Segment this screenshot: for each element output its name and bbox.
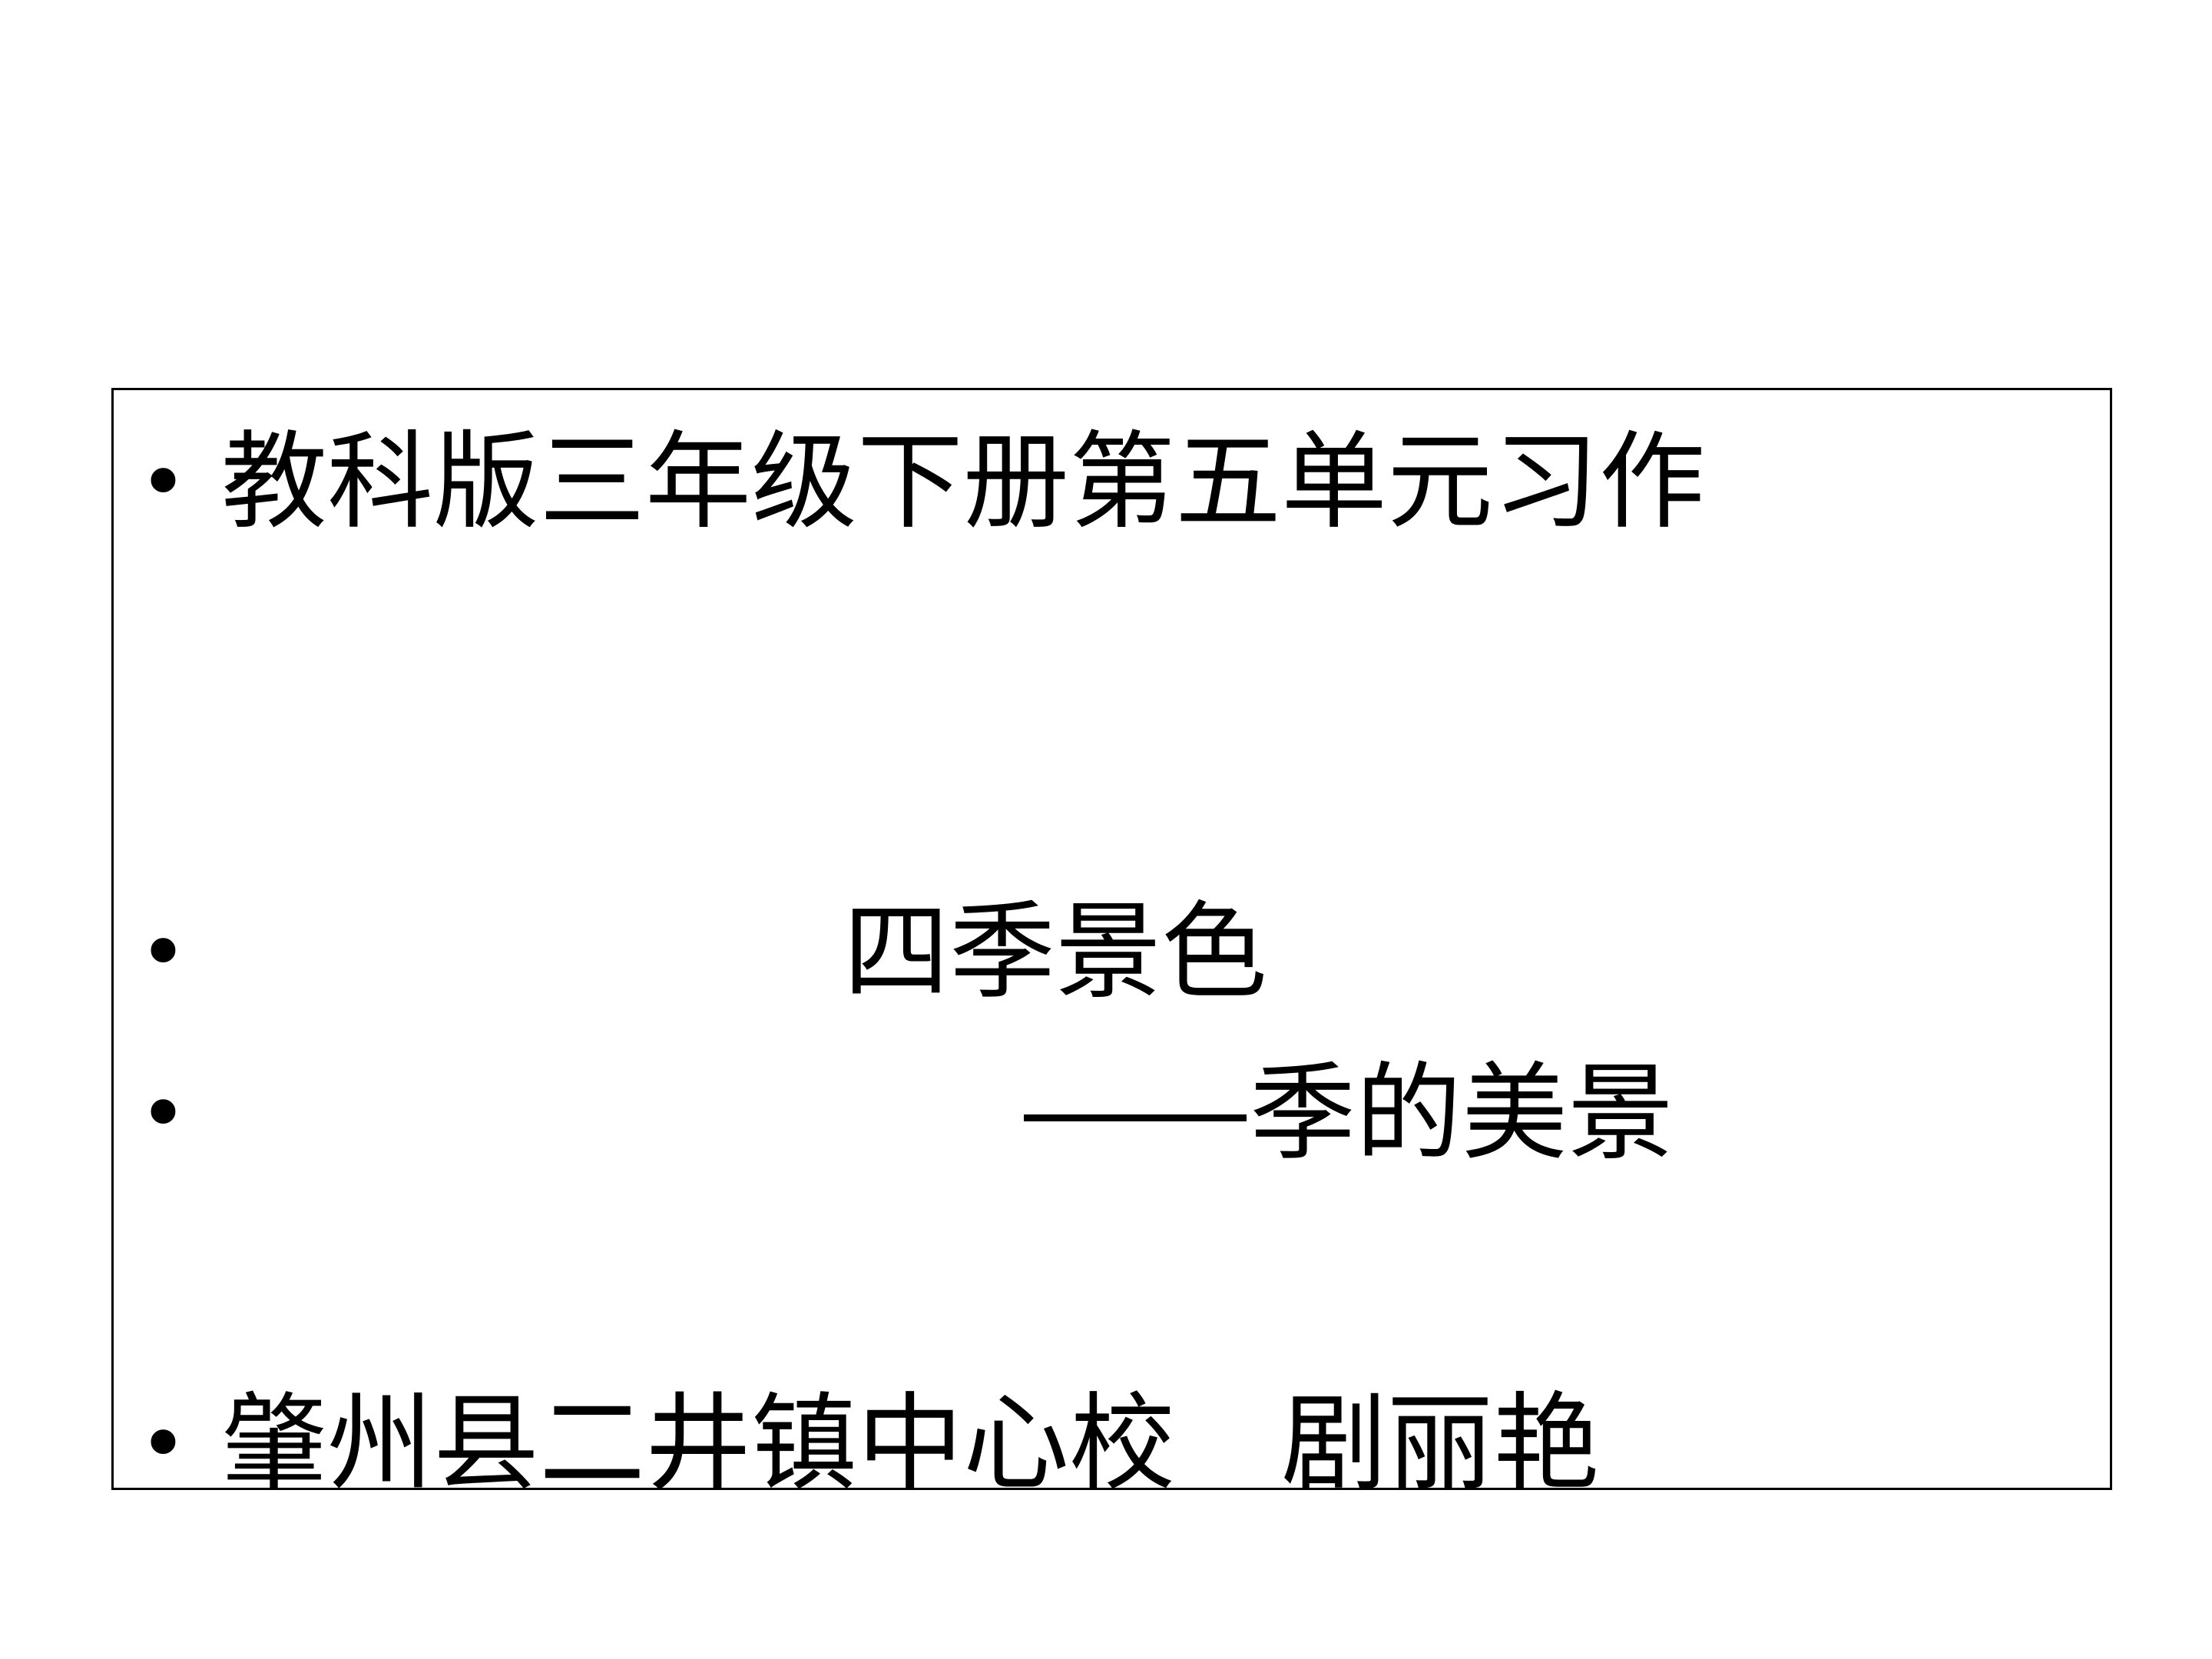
bullet-icon: • (138, 433, 188, 531)
author-line: 肇州县二井镇中心校 剧丽艳 (221, 1382, 1600, 1505)
slide-subtitle: 季的美景 (1250, 1051, 1674, 1175)
em-dash (1024, 1114, 1247, 1121)
course-line: 教科版三年级下册第五单元习作 (221, 420, 1706, 544)
bullet-icon: • (138, 1065, 188, 1163)
subtitle-line: 季的美景 (1024, 1052, 1674, 1175)
bullet-icon: • (138, 903, 188, 1002)
bullet-item-author: • 肇州县二井镇中心校 剧丽艳 (114, 1382, 2110, 1505)
bullet-item-subtitle: • 季的美景 (114, 1052, 2110, 1175)
bullet-item-course: • 教科版三年级下册第五单元习作 (114, 421, 2110, 544)
text-box[interactable]: • 教科版三年级下册第五单元习作 • 四季景色 • 季的美景 • 肇州县二井镇中… (111, 388, 2112, 1505)
slide-title: 四季景色 (843, 890, 1268, 1014)
bullet-item-title: • 四季景色 (114, 891, 2110, 1014)
bullet-icon: • (138, 1395, 188, 1493)
